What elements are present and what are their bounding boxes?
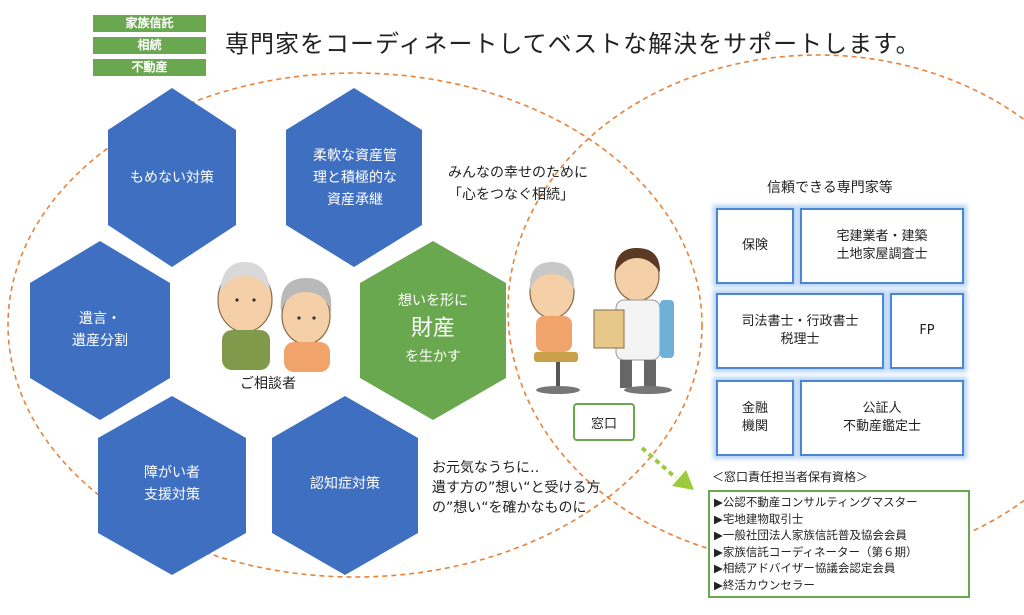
window-counter-box: 窓口 [573, 403, 635, 441]
window-label: 窓口 [590, 416, 617, 432]
qualification-item: ▶家族信託コーディネーター（第６期） [714, 544, 918, 559]
expert-koshonin: 公証人 不動産鑑定士 [800, 380, 964, 456]
hexagon-shisan-kanri [286, 88, 422, 267]
hex-label-ninchisho: 認知症対策 [310, 476, 380, 492]
qualification-item: ▶公認不動産コンサルティングマスター [714, 495, 918, 509]
qualification-item: ▶終活カウンセラー [714, 577, 815, 592]
expert-hoken: 保険 [716, 208, 794, 284]
hexagon-momenai [108, 88, 236, 267]
slogan-text: みんなの幸せのために 「心をつなぐ相続」 [448, 165, 588, 203]
consultation-illustration [529, 248, 674, 394]
tag-family-trust: 家族信託 [93, 15, 206, 32]
client-label: ご相談者 [240, 376, 296, 392]
tag-real-estate: 不動産 [93, 59, 206, 76]
qualification-item: ▶相続アドバイザー協議会認定会員 [714, 561, 896, 575]
hex-label-shogaisha: 障がい者 支援対策 [144, 465, 200, 503]
hex-label-zaisan: 想いを形に 財産 を生かす [362, 290, 504, 368]
hex-label-shisan-kanri: 柔軟な資産管 理と積極的な 資産承継 [313, 148, 397, 208]
expert-fp: FP [890, 293, 964, 369]
expert-takken: 宅建業者・建築 土地家屋調査士 [800, 208, 964, 284]
hexagon-yuigon [30, 241, 170, 420]
zaisan-line2: 財産 [410, 316, 455, 341]
elderly-couple-illustration [217, 262, 332, 372]
qualifications-title: ＜窓口責任担当者保有資格＞ [712, 470, 869, 484]
qualification-item: ▶宅地建物取引士 [714, 511, 804, 526]
hexagon-ninchisho [272, 396, 418, 575]
hex-label-yuigon: 遺言・ 遺産分割 [72, 311, 128, 349]
zaisan-line1: 想いを形に [398, 293, 468, 309]
hexagon-shogaisha [98, 396, 246, 575]
left-dashed-ring [7, 72, 703, 578]
page-headline: 専門家をコーディネートしてベストな解決をサポートします。 [225, 30, 921, 58]
expert-kinyu: 金融 機関 [716, 380, 794, 456]
hexagon-zaisan [360, 241, 506, 420]
experts-title: 信頼できる専門家等 [767, 180, 893, 196]
zaisan-line3: を生かす [405, 349, 461, 365]
bottom-message: お元気なうちに‥ 遺す方の”想い“と受ける方 の”想い“を確かなものに [432, 460, 601, 516]
qualification-item: ▶一般社団法人家族信託普及協会会員 [714, 528, 907, 542]
qualifications-list: ▶公認不動産コンサルティングマスター ▶宅地建物取引士 ▶一般社団法人家族信託普… [708, 490, 970, 598]
tag-inheritance: 相続 [93, 37, 206, 54]
hex-label-momenai: もめない対策 [130, 170, 214, 186]
arrow-to-qualifications [640, 446, 694, 490]
expert-shiho: 司法書士・行政書士 税理士 [716, 293, 884, 369]
